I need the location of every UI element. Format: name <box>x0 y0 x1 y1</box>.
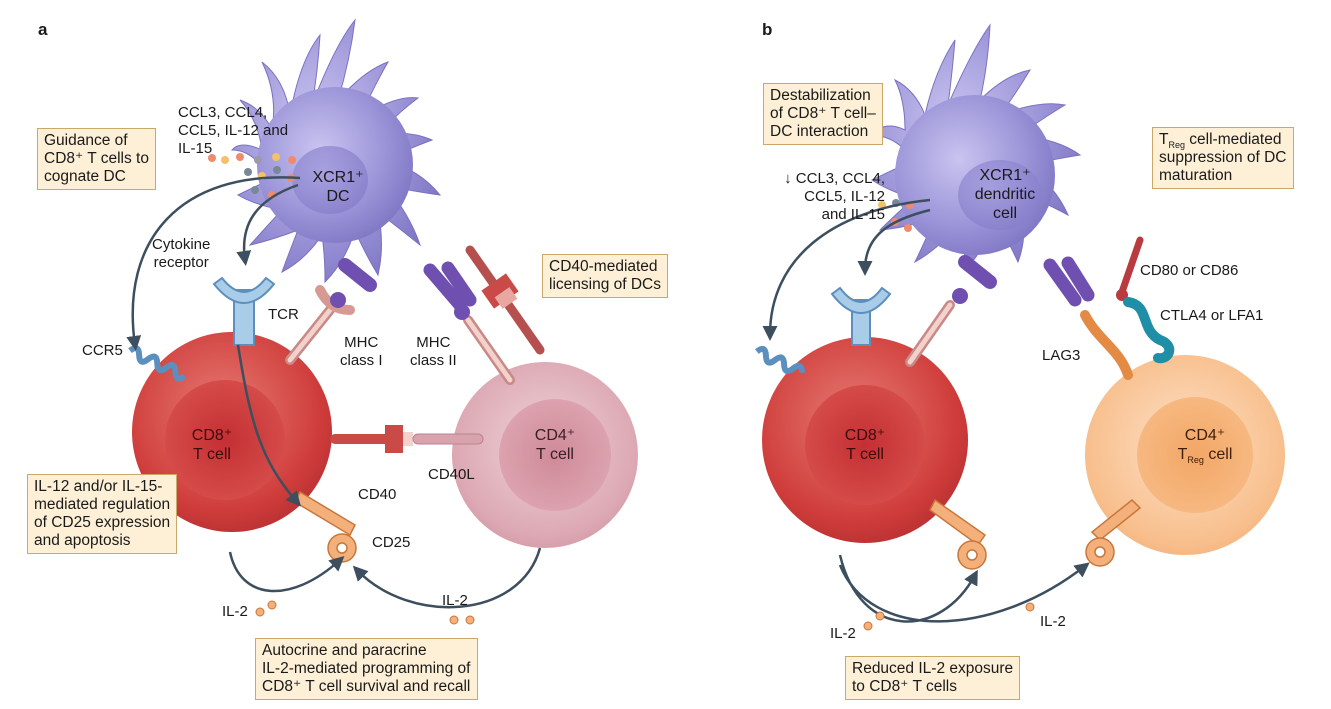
il2-b-right-label: IL-2 <box>1040 613 1066 630</box>
cd8-a-label: CD8⁺T cell <box>191 427 233 463</box>
cd40l-label: CD40L <box>428 466 475 483</box>
cd4-a-label: CD4⁺T cell <box>534 427 576 463</box>
dc-b-nucleus <box>958 160 1042 230</box>
il2-a-left-label: IL-2 <box>222 603 248 620</box>
cd25-b-right <box>1085 498 1142 567</box>
cd8-b-label: CD8⁺T cell <box>844 427 886 463</box>
ccr5-b <box>755 345 806 375</box>
tcr-mhci-a <box>285 258 377 365</box>
lag3-label: LAG3 <box>1042 347 1081 364</box>
il2-dots-a <box>255 600 475 625</box>
tcr-mhcii-a <box>423 261 515 385</box>
panel-label-a: a <box>38 20 48 39</box>
il2-dots-b <box>863 602 1035 631</box>
cd80-label: CD80 or CD86 <box>1140 262 1239 279</box>
cd25-a <box>294 490 357 563</box>
cd80-ctla4-b <box>1116 236 1175 364</box>
il2-a-right-label: IL-2 <box>442 592 468 609</box>
mhcii-lag3-b <box>1043 256 1133 380</box>
arrows-a <box>126 176 542 609</box>
tcr-mhci-b <box>905 255 997 367</box>
cd4-a-nucleus <box>499 399 611 511</box>
chemokine-dots-a <box>208 153 296 199</box>
treg-b-label: CD4⁺ TReg cell <box>1177 427 1233 466</box>
cytokine-receptor-b <box>830 286 892 346</box>
cd8-b-nucleus <box>805 385 925 505</box>
arrows-b <box>762 198 1090 623</box>
cd8-a-nucleus <box>165 380 285 500</box>
panel-label-b: b <box>762 20 773 39</box>
ctla4-label: CTLA4 or LFA1 <box>1160 307 1264 324</box>
cd25-a-label: CD25 <box>372 534 411 551</box>
cytokine-receptor-a <box>212 276 276 346</box>
cd40-label: CD40 <box>358 486 397 503</box>
tcr-label: TCR <box>268 306 299 323</box>
dc-a-nucleus <box>292 146 368 214</box>
il2-b-left-label: IL-2 <box>830 625 856 642</box>
cd40-cd40l-a <box>330 425 484 453</box>
ccr5-a-label: CCR5 <box>82 342 123 359</box>
dc-a-label: XCR1⁺DC <box>312 169 364 205</box>
cd25-b-left <box>929 498 987 570</box>
ccr5-a <box>128 345 187 382</box>
cd40-dc-a <box>465 245 545 355</box>
treg-b-nucleus <box>1137 397 1253 513</box>
